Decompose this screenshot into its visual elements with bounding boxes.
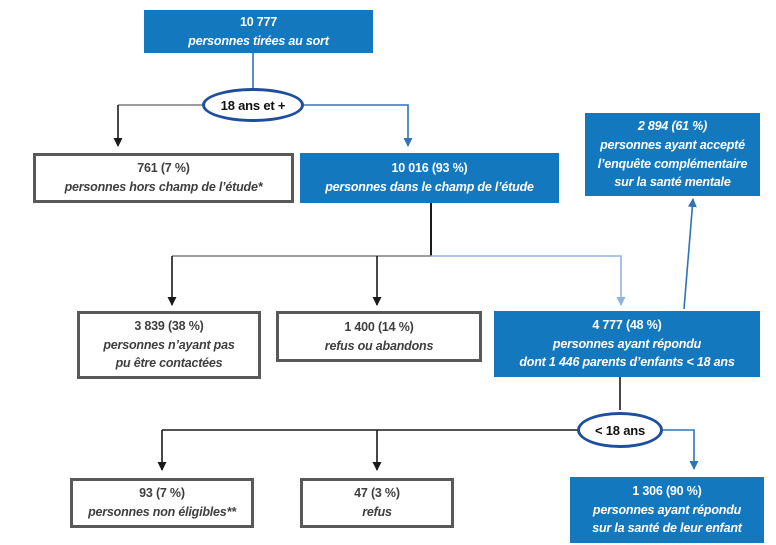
node-tirage-label: personnes tirées au sort [188, 33, 329, 48]
node-sante-mentale-label-1: personnes ayant accepté [600, 137, 745, 152]
node-non-contactees-value: 3 839 (38 %) [134, 318, 204, 333]
node-non-contactees-label-1: personnes n’ayant pas [103, 337, 235, 352]
node-refus-enfants-label: refus [362, 505, 392, 519]
node-refus-abandons: 1 400 (14 %) refus ou abandons [276, 311, 482, 362]
node-non-eligibles-label: personnes non éligibles** [88, 505, 236, 519]
node-sante-mentale-label-3: sur la santé mentale [614, 175, 731, 190]
node-sante-mentale-label-2: l’enquête complémentaire [597, 156, 748, 171]
node-repondants-label-1: personnes ayant répondu [552, 336, 702, 351]
connector-to-repondu-enfant-arrow [663, 429, 699, 470]
node-hors-champ: 761 (7 %) personnes hors champ de l’étud… [33, 153, 294, 203]
node-refus-enfants: 47 (3 %) refus [300, 478, 454, 528]
node-dans-champ: 10 016 (93 %) personnes dans le champ de… [300, 153, 559, 203]
node-repondu-enfant-label-1: personnes ayant répondu [592, 502, 742, 517]
decision-18-ans-et-plus: 18 ans et + [202, 88, 304, 122]
node-tirage-value: 10 777 [239, 14, 278, 29]
node-dans-champ-value: 10 016 (93 %) [391, 161, 468, 176]
decision-moins-18-ans-label: < 18 ans [594, 422, 646, 438]
node-hors-champ-label: personnes hors champ de l’étude* [64, 180, 263, 194]
node-dans-champ-label: personnes dans le champ de l’étude [325, 180, 534, 194]
node-refus-enfants-value: 47 (3 %) [354, 486, 400, 501]
connector-repondants-to-sante-mentale-arrow [683, 198, 697, 310]
node-refus-abandons-value: 1 400 (14 %) [344, 319, 414, 334]
connector-to-dans-champ-arrow [304, 104, 413, 147]
node-non-eligibles: 93 (7 %) personnes non éligibles** [70, 478, 254, 528]
node-sante-mentale-value: 2 894 (61 %) [637, 119, 708, 133]
node-repondu-enfant-value: 1 306 (90 %) [632, 483, 702, 498]
decision-moins-18-ans: < 18 ans [577, 412, 663, 448]
node-non-contactees-label-2: pu être contactées [115, 356, 223, 371]
node-non-contactees: 3 839 (38 %) personnes n’ayant pas pu êt… [77, 311, 261, 379]
node-repondants-label-2: dont 1 446 parents d’enfants < 18 ans [519, 355, 735, 370]
decision-18-ans-et-plus-label: 18 ans et + [220, 97, 286, 113]
node-repondu-enfant-label-2: sur la santé de leur enfant [592, 521, 742, 536]
node-repondants-value: 4 777 (48 %) [592, 317, 662, 332]
node-hors-champ-value: 761 (7 %) [137, 161, 190, 176]
node-refus-abandons-label: refus ou abandons [324, 338, 434, 353]
node-repondu-enfant: 1 306 (90 %) personnes ayant répondu sur… [570, 477, 764, 543]
connector-to-repondants-arrow [431, 255, 626, 306]
node-tirage-au-sort: 10 777 personnes tirées au sort [144, 10, 373, 53]
node-sante-mentale: 2 894 (61 %) personnes ayant accepté l’e… [585, 113, 760, 196]
node-non-eligibles-value: 93 (7 %) [139, 486, 185, 501]
node-repondants: 4 777 (48 %) personnes ayant répondu don… [494, 311, 760, 377]
